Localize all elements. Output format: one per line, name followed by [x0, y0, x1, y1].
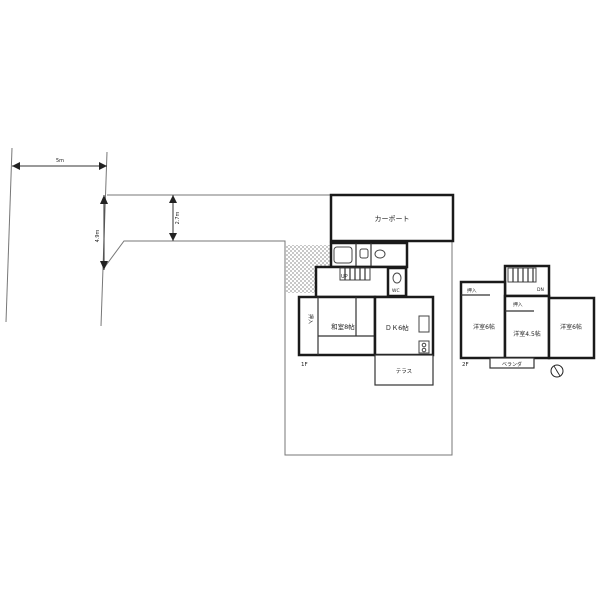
stairs-up-label: UP: [341, 274, 348, 280]
floor-label-1f: 1F: [301, 362, 308, 368]
japanese-room-label: 和室8帖: [331, 322, 355, 331]
dk-label: ＤＫ6帖: [385, 323, 409, 332]
carport: [329, 193, 455, 243]
toilet-1f-icon: [374, 249, 386, 259]
washbasin-icon: [359, 248, 369, 259]
setback-label: 2.7m: [175, 211, 181, 224]
room-east-2f: [547, 296, 596, 360]
wc-label: WC: [392, 288, 400, 294]
frontage-label: 4.9m: [95, 229, 101, 242]
terrace-label: テラス: [396, 368, 412, 375]
dimension-frontage: 4.9m: [95, 195, 108, 270]
dimension-setback: 2.7m: [169, 195, 181, 241]
second-floor-plan: DN 押入 押入 洋室6帖 洋室4.5帖 洋室6帖 ベランダ 2F: [459, 264, 596, 369]
first-floor-plan: カーポート UP WC 押入 和室8帖: [286, 193, 455, 386]
bathtub-icon: [333, 246, 353, 264]
stairs-1f: [339, 267, 371, 281]
toilet-icon: [392, 272, 402, 284]
room-west-label: 洋室6帖: [473, 323, 495, 331]
carport-label: カーポート: [375, 215, 410, 223]
stairs-down-label: DN: [537, 287, 544, 293]
room-center-2f: [503, 294, 551, 360]
veranda: [489, 357, 535, 369]
japanese-room: [297, 295, 377, 357]
road-width-label: 5m: [56, 158, 64, 164]
room-east-label: 洋室6帖: [560, 323, 582, 331]
room-center-label: 洋室4.5帖: [513, 330, 541, 338]
veranda-label: ベランダ: [502, 361, 522, 368]
stairs-2f: [507, 267, 537, 283]
closet-west-label: 押入: [467, 287, 477, 294]
closet-center-label: 押入: [513, 301, 523, 308]
closet-1f-label: 押入: [307, 314, 314, 324]
dimension-road-width: 5m: [12, 158, 107, 170]
kitchen-counter: [418, 315, 430, 333]
terrace: [374, 354, 434, 386]
north-arrow-icon: [550, 364, 564, 378]
floor-label-2f: 2F: [462, 362, 469, 368]
road-edge-west: [5, 147, 13, 323]
